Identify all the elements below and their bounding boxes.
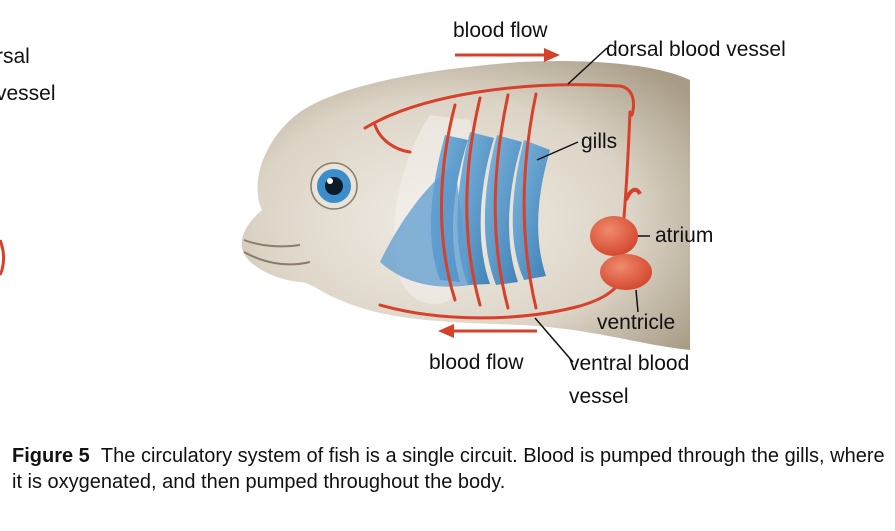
dorsal-blood-vessel-label: dorsal blood vessel xyxy=(606,38,786,61)
figure-caption-text: The circulatory system of fish is a sing… xyxy=(12,445,885,493)
branch-front xyxy=(373,123,412,154)
ventral-blood-vessel-label-line1: ventral blood xyxy=(569,352,690,375)
gills xyxy=(380,132,550,287)
gill-arch-4 xyxy=(512,140,550,280)
left-fragment-label-line2: vessel xyxy=(0,82,56,105)
gill-vessel-4 xyxy=(522,92,538,310)
figure-number: Figure 5 xyxy=(12,445,90,467)
dorsal-blood-vessel xyxy=(363,83,635,130)
left-fragment-label-line1: rsal xyxy=(0,45,30,68)
gill-vessel-2 xyxy=(465,96,482,307)
leader-dorsal xyxy=(567,47,608,85)
leader-ventral xyxy=(534,317,574,363)
gill-arch-3 xyxy=(484,135,522,285)
left-fragment-vessel xyxy=(0,239,6,276)
leader-gills xyxy=(536,141,579,161)
blood-flow-arrow-top xyxy=(455,48,560,62)
fish-eye xyxy=(310,162,358,210)
heart-outflow xyxy=(624,187,642,201)
gill-filament-fan xyxy=(380,165,470,287)
heart xyxy=(590,187,652,290)
ventral-blood-vessel xyxy=(378,283,620,320)
gill-vessel-3 xyxy=(493,93,510,310)
blood-flow-bottom-label: blood flow xyxy=(429,351,524,374)
blood-flow-top-label: blood flow xyxy=(453,19,548,42)
atrium xyxy=(590,216,638,256)
gill-vessel-1 xyxy=(440,103,457,302)
fish-mouth xyxy=(243,239,311,266)
gills-label: gills xyxy=(581,130,618,153)
gill-arch-2 xyxy=(457,132,494,285)
blood-flow-arrow-bottom xyxy=(438,324,537,338)
figure-caption: Figure 5 The circulatory system of fish … xyxy=(12,443,890,495)
leader-lines xyxy=(534,47,650,363)
fish-circulatory-diagram xyxy=(0,47,691,363)
ventral-blood-vessel-label-line2: vessel xyxy=(569,385,629,408)
ventricle-label: ventricle xyxy=(597,311,676,334)
ventricle xyxy=(600,254,652,290)
atrium-label: atrium xyxy=(655,224,714,247)
leader-ventricle xyxy=(635,289,639,313)
